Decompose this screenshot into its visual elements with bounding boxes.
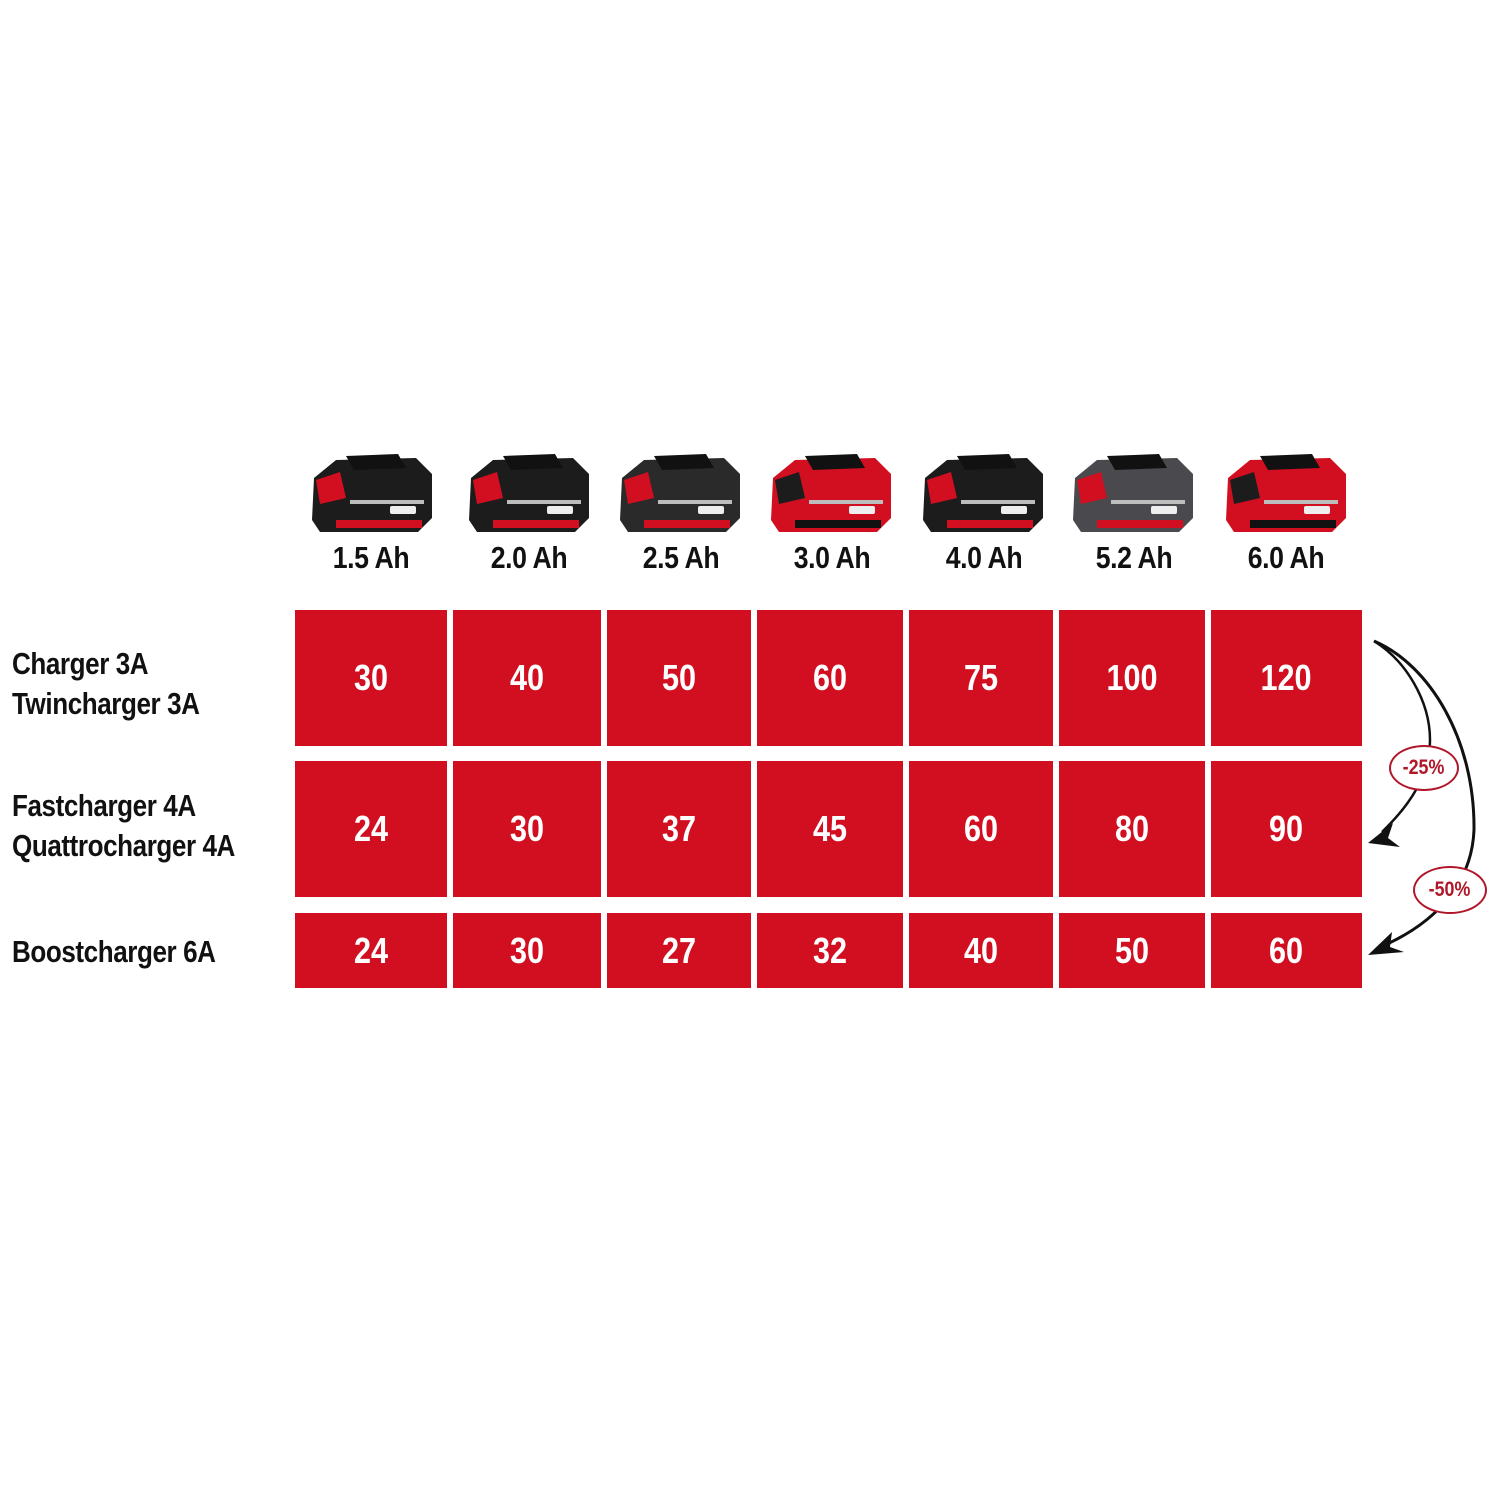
cell-value: 30: [353, 657, 389, 698]
cell-value: 60: [1269, 929, 1304, 971]
capacity-label: 5.2 Ah: [1095, 540, 1173, 575]
table-cell: 60: [1211, 913, 1362, 988]
table-cell: 45: [757, 761, 903, 897]
capacity-label: 1.5 Ah: [332, 540, 410, 575]
table-cell: 24: [295, 913, 447, 988]
row-label-line: Charger 3A: [12, 646, 149, 681]
table-cell: 75: [909, 610, 1053, 746]
cell-value: 120: [1260, 657, 1313, 698]
cell-value: 80: [1114, 808, 1150, 849]
capacity-label: 6.0 Ah: [1247, 540, 1325, 575]
battery-pack-icon: [917, 448, 1047, 534]
reduction-arrows-icon: [1368, 639, 1476, 955]
row-label-line: Twincharger 3A: [12, 686, 200, 721]
table-cell: 60: [909, 761, 1053, 897]
row-label-fastcharger-4a: Fastcharger 4A Quattrocharger 4A: [12, 786, 235, 866]
table-cell: 27: [607, 913, 751, 988]
battery-pack-icon: [614, 448, 744, 534]
cell-value: 45: [812, 808, 848, 849]
cell-value: 37: [661, 808, 697, 849]
battery-pack-icon: [765, 448, 895, 534]
table-cell: 24: [295, 761, 447, 897]
cell-value: 30: [509, 808, 545, 849]
row-label-line: Quattrocharger 4A: [12, 828, 235, 863]
table-cell: 30: [453, 761, 601, 897]
badge-text: -25%: [1403, 756, 1445, 779]
cell-value: 24: [353, 929, 389, 971]
reduction-badge-25: -25%: [1389, 745, 1459, 791]
cell-value: 90: [1269, 808, 1304, 849]
cell-value: 30: [509, 929, 545, 971]
cell-value: 40: [963, 929, 999, 971]
table-cell: 90: [1211, 761, 1362, 897]
row-label-boostcharger-6a: Boostcharger 6A: [12, 932, 216, 972]
cell-value: 60: [963, 808, 999, 849]
table-cell: 80: [1059, 761, 1205, 897]
capacity-label: 4.0 Ah: [945, 540, 1023, 575]
cell-value: 50: [661, 657, 697, 698]
battery-pack-icon: [306, 448, 436, 534]
cell-value: 50: [1114, 929, 1150, 971]
table-cell: 60: [757, 610, 903, 746]
cell-value: 24: [353, 808, 389, 849]
table-cell: 32: [757, 913, 903, 988]
row-label-charger-3a: Charger 3A Twincharger 3A: [12, 644, 200, 724]
battery-pack-icon: [1220, 448, 1350, 534]
table-cell: 100: [1059, 610, 1205, 746]
cell-value: 27: [661, 929, 697, 971]
capacity-label: 2.0 Ah: [490, 540, 568, 575]
table-cell: 30: [453, 913, 601, 988]
cell-value: 32: [812, 929, 848, 971]
capacity-label: 2.5 Ah: [642, 540, 720, 575]
badge-text: -50%: [1429, 878, 1471, 901]
battery-pack-icon: [1067, 448, 1197, 534]
row-label-line: Boostcharger 6A: [12, 934, 216, 969]
capacity-label: 3.0 Ah: [793, 540, 871, 575]
reduction-badge-50: -50%: [1413, 866, 1487, 914]
cell-value: 40: [509, 657, 545, 698]
row-label-line: Fastcharger 4A: [12, 788, 196, 823]
battery-pack-icon: [463, 448, 593, 534]
table-cell: 30: [295, 610, 447, 746]
table-cell: 50: [1059, 913, 1205, 988]
table-cell: 120: [1211, 610, 1362, 746]
cell-value: 100: [1106, 657, 1158, 698]
table-cell: 37: [607, 761, 751, 897]
cell-value: 75: [963, 657, 999, 698]
cell-value: 60: [812, 657, 848, 698]
table-cell: 40: [453, 610, 601, 746]
table-cell: 50: [607, 610, 751, 746]
table-cell: 40: [909, 913, 1053, 988]
